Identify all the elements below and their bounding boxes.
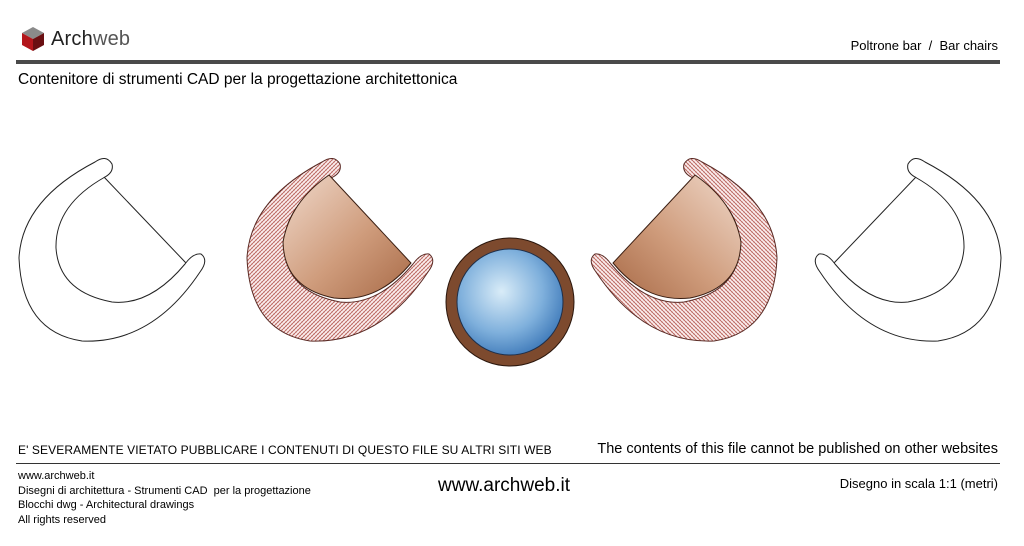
armchair-rendered-left xyxy=(246,158,434,342)
footer-credits: www.archweb.it Disegni di architettura -… xyxy=(18,469,311,527)
credit-line-rights: All rights reserved xyxy=(18,513,107,526)
logo-text-web: web xyxy=(92,27,131,50)
credit-line-website[interactable]: www.archweb.it xyxy=(18,470,95,482)
credit-line-cad: Disegni di architettura - Strumenti CAD … xyxy=(18,484,311,497)
credit-line-blocks: Blocchi dwg - Architectural drawings xyxy=(18,499,195,511)
footer-website-link[interactable]: www.archweb.it xyxy=(438,475,570,496)
armchair-rendered-right xyxy=(590,158,778,342)
page-subtitle: Contenitore di strumenti CAD per la prog… xyxy=(18,71,458,88)
cube-logo-icon xyxy=(22,27,44,51)
drawing-scale: Disegno in scala 1:1 (metri) xyxy=(839,476,998,491)
breadcrumb: Poltrone bar / Bar chairs xyxy=(850,38,998,53)
armchair-outline-right xyxy=(814,158,1002,342)
cad-drawing xyxy=(18,158,1002,367)
archweb-logo[interactable]: Archweb xyxy=(21,26,130,52)
round-table xyxy=(445,237,575,367)
copyright-notice-english: The contents of this file cannot be publ… xyxy=(597,441,998,457)
footer-divider xyxy=(16,463,1000,464)
logo-text-arch: Arch xyxy=(51,27,93,50)
copyright-notice-italian: E' SEVERAMENTE VIETATO PUBBLICARE I CONT… xyxy=(18,443,552,457)
header-divider xyxy=(16,60,1000,64)
armchair-outline-left xyxy=(18,158,206,342)
logo-wordmark: Archweb xyxy=(51,28,130,51)
